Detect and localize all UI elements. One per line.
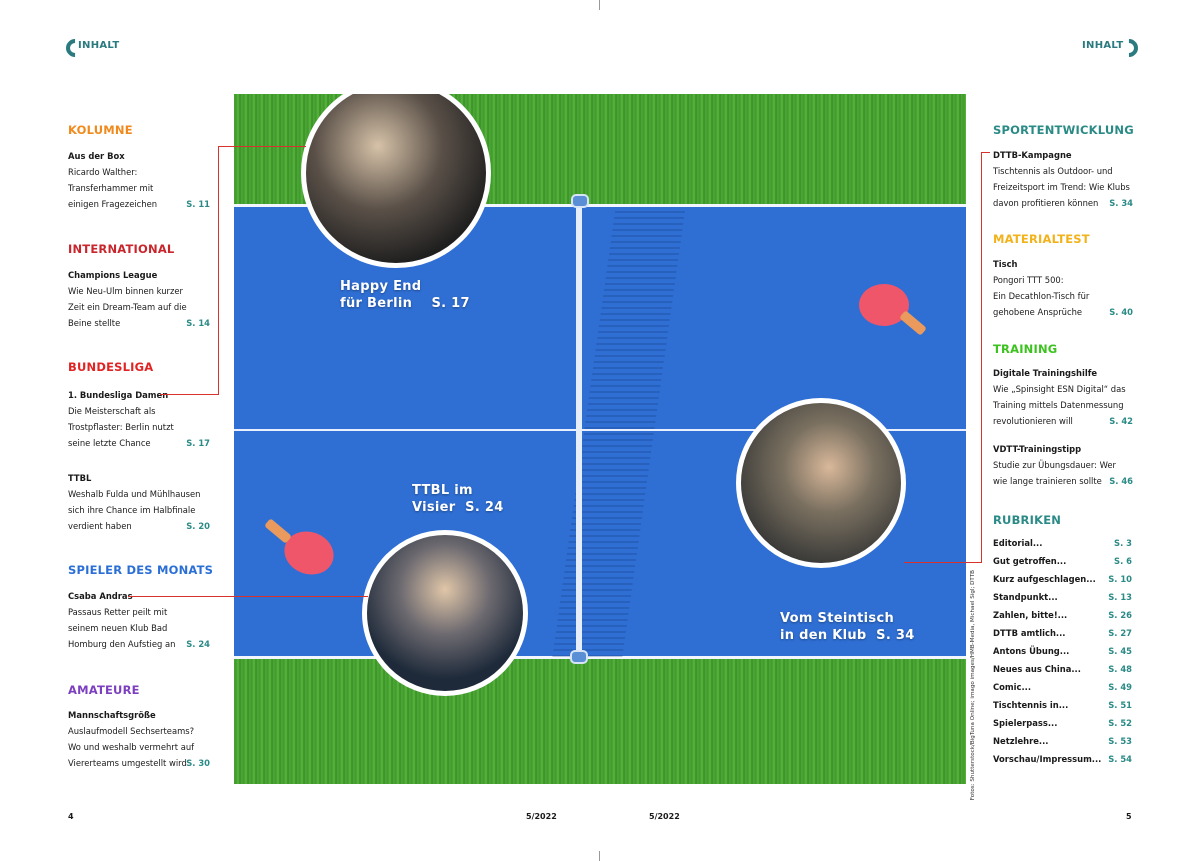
rubrik-row[interactable]: Zahlen, bitte!...S. 26 <box>993 610 1132 620</box>
section-heading-sportentwicklung: SPORTENTWICKLUNG <box>993 123 1134 137</box>
inhalt-label-right: INHALT <box>1082 35 1142 61</box>
section-heading-materialtest: MATERIALTEST <box>993 232 1090 246</box>
toc-entry[interactable]: Csaba Andras Passaus Retter peilt mit se… <box>68 588 210 652</box>
toc-entry[interactable]: 1. Bundesliga Damen Die Meisterschaft al… <box>68 387 210 451</box>
toc-entry[interactable]: Mannschaftsgröße Auslaufmodell Sechserte… <box>68 707 210 771</box>
page-number: S. 11 <box>186 199 210 209</box>
net-post-icon <box>570 650 588 664</box>
section-heading-bundesliga: BUNDESLIGA <box>68 360 154 374</box>
page-number: S. 40 <box>1109 307 1133 317</box>
toc-entry[interactable]: DTTB-Kampagne Tischtennis als Outdoor- u… <box>993 147 1133 211</box>
section-heading-kolumne: KOLUMNE <box>68 123 133 137</box>
page-number: S. 17 <box>186 438 210 448</box>
rubrik-row[interactable]: Neues aus China...S. 48 <box>993 664 1132 674</box>
toc-entry[interactable]: VDTT-Trainingstipp Studie zur Übungsdaue… <box>993 441 1133 489</box>
net-shadow <box>552 207 686 657</box>
page-number: S. 14 <box>186 318 210 328</box>
net-post-icon <box>571 194 589 208</box>
crop-mark-top <box>599 0 600 10</box>
page-number: S. 24 <box>186 639 210 649</box>
section-heading-training: TRAINING <box>993 342 1058 356</box>
connector-line <box>218 146 219 394</box>
page-number-right: 5 <box>1126 812 1132 821</box>
toc-entry[interactable]: Digitale Trainingshilfe Wie „Spinsight E… <box>993 365 1133 429</box>
page-number: S. 20 <box>186 521 210 531</box>
page-number-left: 4 <box>68 812 74 821</box>
page-number: S. 46 <box>1109 476 1133 486</box>
toc-entry[interactable]: TTBL Weshalb Fulda und Mühlhausen sich i… <box>68 470 210 534</box>
toc-entry[interactable]: Aus der Box Ricardo Walther: Transferham… <box>68 148 210 212</box>
rubrik-row[interactable]: Netzlehre...S. 53 <box>993 736 1132 746</box>
toc-entry[interactable]: Tisch Pongori TTT 500: Ein Decathlon-Tis… <box>993 256 1133 320</box>
connector-line <box>218 146 306 147</box>
rubrik-row[interactable]: Editorial...S. 3 <box>993 538 1132 548</box>
caption-happy-end: Happy End für Berlin S. 17 <box>340 279 470 311</box>
photo-circle-steintisch <box>736 398 906 568</box>
rubrik-row[interactable]: Kurz aufgeschlagen...S. 10 <box>993 574 1132 584</box>
toc-entry[interactable]: Champions League Wie Neu-Ulm binnen kurz… <box>68 267 210 331</box>
table-net <box>576 202 582 662</box>
rubrik-row[interactable]: Spielerpass...S. 52 <box>993 718 1132 728</box>
connector-line <box>160 394 219 395</box>
caption-ttbl: TTBL im Visier S. 24 <box>412 483 504 515</box>
issue-left: 5/2022 <box>526 812 557 821</box>
grass-bottom <box>234 654 966 784</box>
page-number: S. 34 <box>1109 198 1133 208</box>
connector-line <box>981 152 982 563</box>
rubrik-row[interactable]: Comic...S. 49 <box>993 682 1132 692</box>
section-heading-spieler-des-monats: SPIELER DES MONATS <box>68 563 214 577</box>
connector-line <box>981 152 990 153</box>
inhalt-label-left: INHALT <box>62 35 120 61</box>
connector-line <box>904 562 982 563</box>
section-heading-rubriken: RUBRIKEN <box>993 513 1062 527</box>
rubrik-row[interactable]: Gut getroffen...S. 6 <box>993 556 1132 566</box>
rubriken-list: Editorial...S. 3 Gut getroffen...S. 6 Ku… <box>993 534 1132 768</box>
rubrik-row[interactable]: Vorschau/Impressum...S. 54 <box>993 754 1132 764</box>
crop-mark-bottom <box>599 851 600 861</box>
photo-circle-happy-end <box>301 94 491 268</box>
table-center-line <box>234 429 966 431</box>
rubrik-row[interactable]: DTTB amtlich...S. 27 <box>993 628 1132 638</box>
rubrik-row[interactable]: Antons Übung...S. 45 <box>993 646 1132 656</box>
page-number: S. 30 <box>186 758 210 768</box>
section-heading-international: INTERNATIONAL <box>68 242 175 256</box>
issue-right: 5/2022 <box>649 812 680 821</box>
cover-photo: Happy End für Berlin S. 17 TTBL im Visie… <box>234 94 966 784</box>
connector-line <box>128 596 368 597</box>
photo-credit: Fotos: Shutterstock/BigTuna Online; imag… <box>970 570 976 801</box>
section-heading-amateure: AMATEURE <box>68 683 140 697</box>
rubrik-row[interactable]: Tischtennis in...S. 51 <box>993 700 1132 710</box>
caption-steintisch: Vom Steintisch in den Klub S. 34 <box>780 611 915 643</box>
photo-circle-ttbl <box>362 530 528 696</box>
page-number: S. 42 <box>1109 416 1133 426</box>
rubrik-row[interactable]: Standpunkt...S. 13 <box>993 592 1132 602</box>
